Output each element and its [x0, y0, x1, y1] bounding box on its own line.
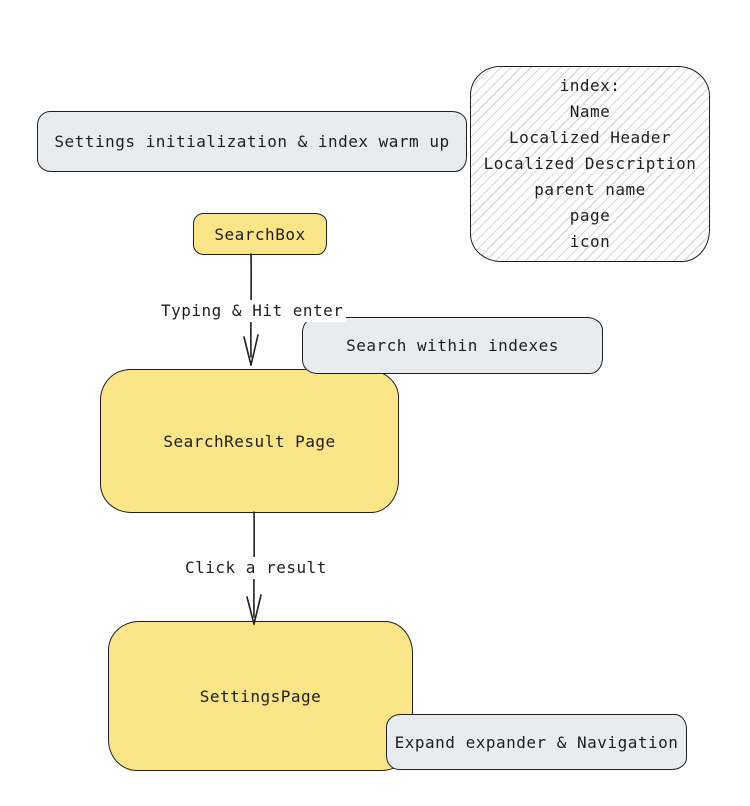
settings-init-node: Settings initialization & index warm up	[37, 111, 467, 172]
index-note-line: parent name	[534, 180, 646, 199]
expand-navigation-node: Expand expander & Navigation	[386, 714, 687, 770]
index-note-line: Localized Header	[508, 128, 672, 147]
index-fields-note: index: Name Localized Header Localized D…	[470, 66, 710, 262]
index-note-line: Name	[569, 102, 611, 121]
index-note-line: icon	[569, 232, 611, 251]
search-within-indexes-label: Search within indexes	[346, 336, 559, 355]
search-box-label: SearchBox	[214, 224, 306, 244]
settings-page-label: SettingsPage	[199, 686, 322, 706]
settings-init-label: Settings initialization & index warm up	[54, 132, 450, 151]
search-result-page-node: SearchResult Page	[100, 369, 399, 513]
expand-navigation-label: Expand expander & Navigation	[394, 732, 679, 752]
index-note-line: page	[569, 206, 611, 225]
settings-page-node: SettingsPage	[108, 621, 413, 771]
index-note-line: index:	[559, 76, 621, 95]
click-edge-label: Click a result	[182, 557, 330, 579]
typing-edge-label: Typing & Hit enter	[158, 300, 347, 322]
search-result-page-label: SearchResult Page	[163, 431, 336, 451]
index-note-line: Localized Description	[483, 154, 697, 173]
search-within-indexes-node: Search within indexes	[302, 317, 603, 374]
search-box-node: SearchBox	[193, 213, 327, 255]
